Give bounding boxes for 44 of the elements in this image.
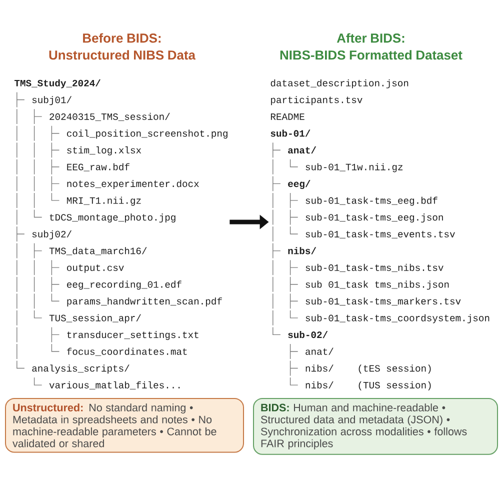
file-name: sub 01_task tms_nibs.json — [306, 280, 449, 290]
folder-name: nibs/ — [306, 364, 334, 372]
file-name: sub-01_task-tms_markers.tsv — [306, 297, 461, 306]
file-name: params_handwritten_scan.pdf — [67, 297, 222, 306]
file-name: sub-01_task-tms_eeg.bdf — [306, 196, 438, 206]
folder-name: TMS_Study_2024/ — [14, 79, 100, 88]
file-name: sub-01_task-tms_nibs.tsv — [306, 264, 444, 272]
file-name: output.csv — [67, 264, 124, 273]
folder-name: TUS_session_apr/ — [49, 314, 141, 324]
folder-name: subj02/ — [32, 230, 72, 240]
file-name: stim_log.xlsx — [67, 146, 142, 156]
folder-name: sub-01/ — [270, 130, 310, 137]
folder-name: nibs/ — [306, 381, 334, 388]
summary-box: BIDS: Human and machine-readable • Structured data and metadata (JSON) • Synchronization across modalities • follows FAIR principles — [253, 398, 498, 455]
folder-name: nibs/ — [288, 247, 316, 254]
file-name: dataset_description.json — [270, 79, 408, 88]
file-name: sub-01_task-tms_eeg.json — [306, 214, 443, 223]
file-name: MRI_T1.nii.gz — [67, 196, 141, 206]
folder-name: 20240315_TMS_session/ — [50, 112, 170, 121]
file-name: various_matlab_files... — [49, 381, 180, 390]
file-name: notes_experimenter.docx — [67, 180, 199, 189]
file-name: focus_coordinates.mat — [67, 348, 187, 356]
folder-name: TMS_data_march16/ — [49, 247, 147, 256]
folder-name: anat/ — [288, 146, 316, 154]
folder-name: anat/ — [306, 348, 334, 355]
file-name: coil_position_screenshot.png — [67, 130, 228, 139]
file-name: tDCS_montage_photo.jpg — [50, 214, 176, 223]
file-name: EEG_raw.bdf — [67, 163, 130, 172]
heading: After BIDS: NIBS-BIDS Formatted Dataset — [280, 33, 462, 60]
folder-name: sub-02/ — [288, 331, 328, 338]
file-name: sub-01_T1w.nii.gz — [306, 163, 403, 172]
file-name: sub-01_task-tms_coordsystem.json — [306, 314, 490, 324]
session-note: (TUS session) — [358, 381, 431, 390]
file-name: sub-01_task-tms_events.tsv — [306, 230, 455, 238]
summary-box: Unstructured: No standard naming • Metadata in spreadsheets and notes • No machine-readable parameters • Cannot be validated or shared — [5, 398, 244, 453]
folder-name: eeg/ — [288, 180, 310, 190]
file-name: transducer_settings.txt — [67, 331, 198, 340]
session-note: (tES session) — [358, 364, 431, 374]
folder-name: analysis_scripts/ — [32, 364, 130, 374]
file-name: participants.tsv — [271, 96, 362, 106]
file-name: README — [270, 114, 304, 120]
file-name: eeg_recording_01.edf — [67, 280, 182, 290]
heading: Before BIDS: Unstructured NIBS Data — [49, 33, 196, 60]
folder-name: subj01/ — [32, 96, 72, 106]
